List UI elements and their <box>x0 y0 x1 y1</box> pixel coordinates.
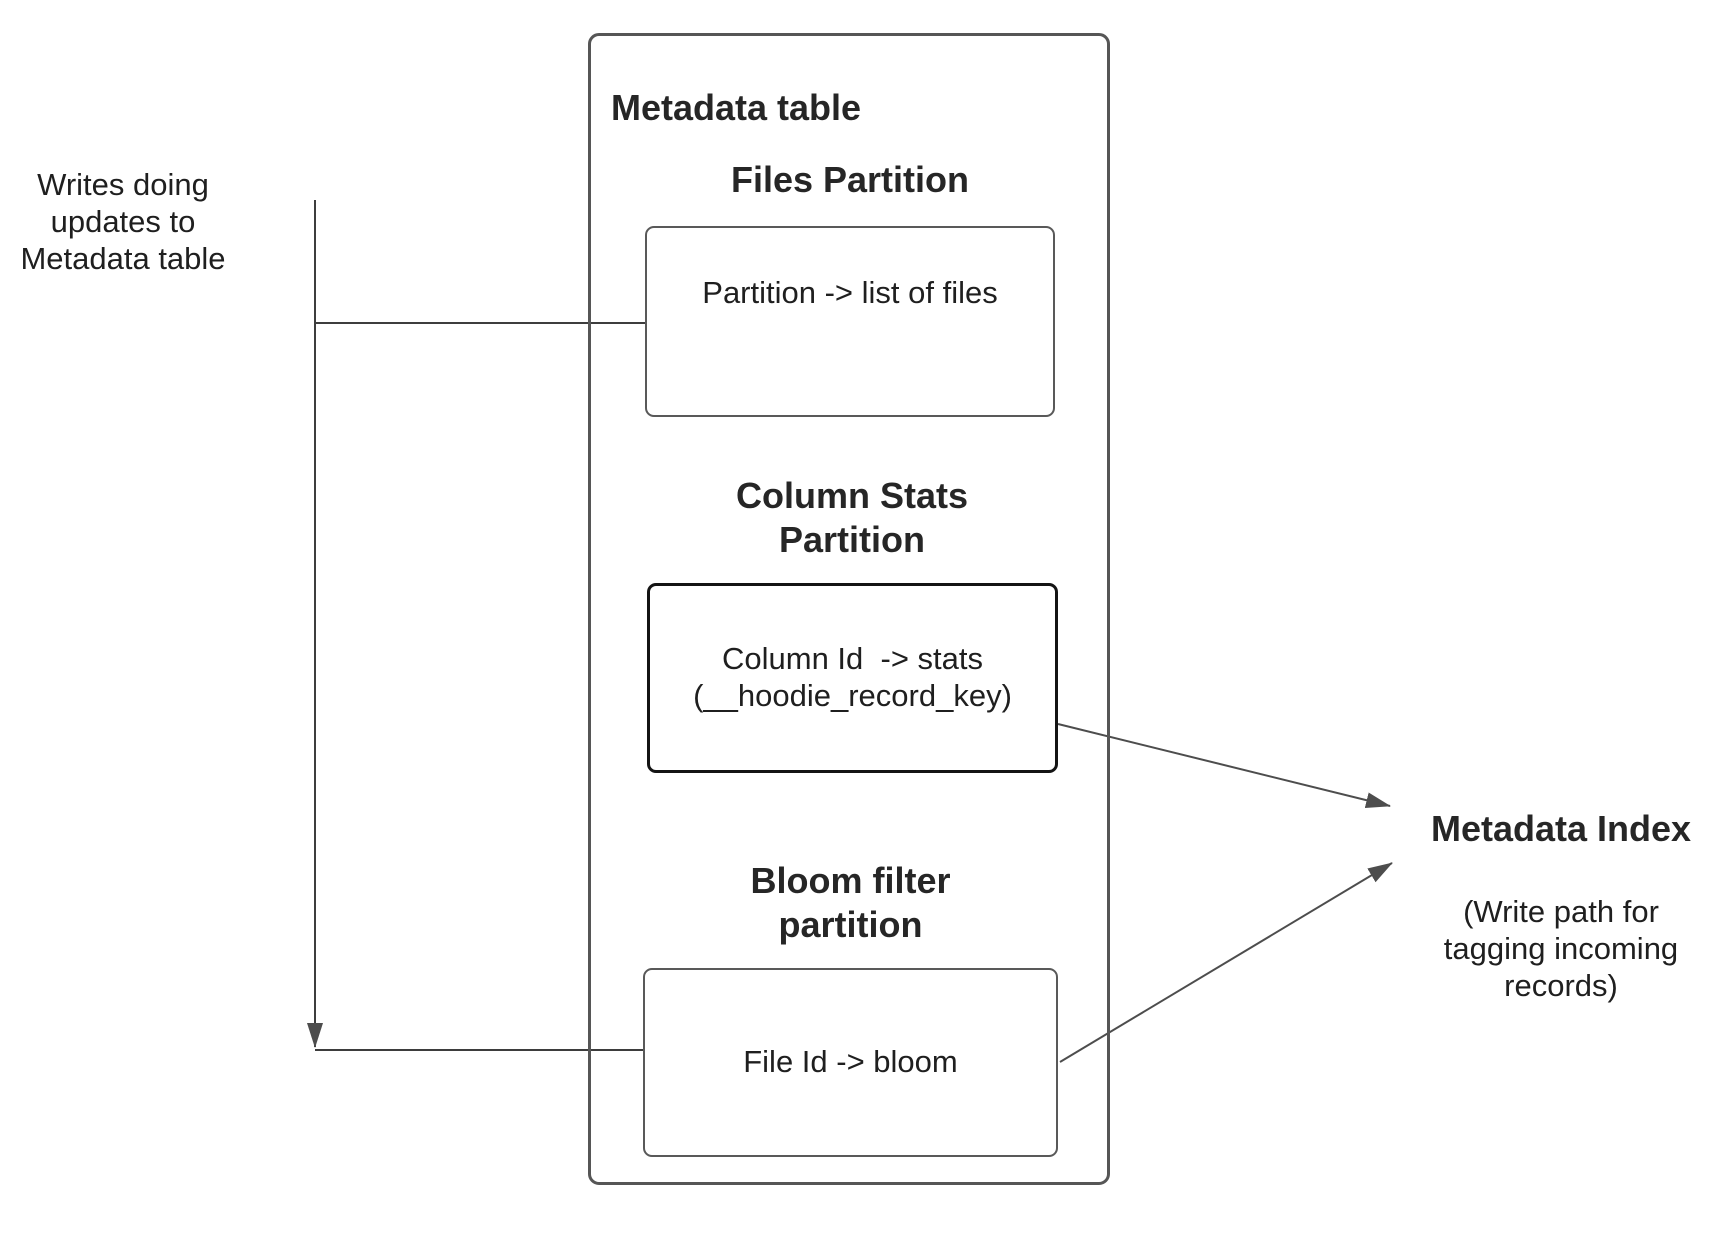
column-stats-partition-box <box>647 583 1058 773</box>
column-stats-partition-mapping: Column Id -> stats (__hoodie_record_key) <box>693 641 1012 713</box>
metadata-table-container <box>588 33 1110 1185</box>
files-partition-heading: Files Partition <box>730 159 970 200</box>
column-stats-to-index-arrow <box>1057 723 1391 809</box>
metadata-table-title: Metadata table <box>611 87 862 128</box>
bloom-filter-partition-box <box>643 968 1058 1157</box>
metadata-index-subtitle: (Write path for tagging incoming records… <box>1443 894 1679 1003</box>
writes-updates-label: Writes doing updates to Metadata table <box>20 167 226 276</box>
files-partition-mapping: Partition -> list of files <box>702 275 998 310</box>
bloom-filter-partition-heading: Bloom filter partition <box>750 860 951 945</box>
bloom-to-index-arrow <box>1059 862 1393 1063</box>
metadata-index-title: Metadata Index <box>1430 808 1692 849</box>
bloom-filter-partition-mapping: File Id -> bloom <box>743 1044 958 1079</box>
files-partition-box <box>645 226 1055 417</box>
column-stats-partition-heading: Column Stats Partition <box>735 475 968 560</box>
